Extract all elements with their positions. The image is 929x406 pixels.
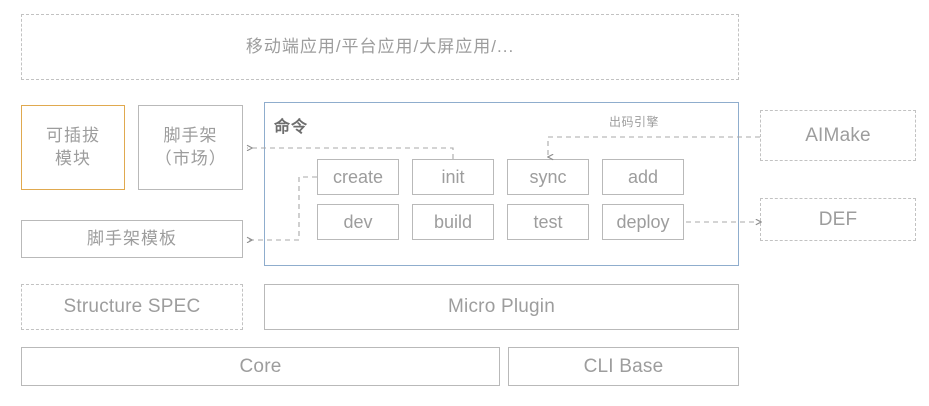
micro-plugin-box: Micro Plugin — [264, 284, 739, 330]
command-build[interactable]: build — [412, 204, 494, 240]
command-test-label: test — [533, 211, 563, 232]
command-init-label: init — [441, 166, 465, 187]
scaffold-market-box: 脚手架（市场） — [138, 105, 243, 190]
scaffold-market-label: 脚手架（市场） — [154, 125, 227, 168]
command-init[interactable]: init — [412, 159, 494, 195]
cli-base-label: CLI Base — [583, 355, 664, 377]
application-layer-box: 移动端应用/平台应用/大屏应用/... — [21, 14, 739, 80]
command-create[interactable]: create — [317, 159, 399, 195]
aimake-label: AIMake — [805, 124, 871, 146]
core-box: Core — [21, 347, 500, 386]
micro-plugin-label: Micro Plugin — [448, 296, 555, 318]
command-deploy-label: deploy — [616, 211, 670, 232]
scaffold-template-box: 脚手架模板 — [21, 220, 243, 258]
command-sync-label: sync — [529, 166, 567, 187]
application-layer-label: 移动端应用/平台应用/大屏应用/... — [245, 36, 515, 56]
command-test[interactable]: test — [507, 204, 589, 240]
structure-spec-box: Structure SPEC — [21, 284, 243, 330]
command-add[interactable]: add — [602, 159, 684, 195]
command-build-label: build — [433, 211, 473, 232]
codegen-engine-note: 出码引擎 — [609, 115, 660, 129]
aimake-box: AIMake — [760, 110, 916, 161]
structure-spec-label: Structure SPEC — [63, 296, 201, 318]
def-box: DEF — [760, 198, 916, 241]
command-create-label: create — [332, 166, 384, 187]
command-sync[interactable]: sync — [507, 159, 589, 195]
pluggable-module-box: 可插拔模块 — [21, 105, 125, 190]
core-label: Core — [239, 355, 282, 377]
command-deploy[interactable]: deploy — [602, 204, 684, 240]
pluggable-module-label: 可插拔模块 — [46, 125, 100, 168]
cli-base-box: CLI Base — [508, 347, 739, 386]
command-dev-label: dev — [343, 211, 373, 232]
def-label: DEF — [818, 208, 858, 230]
command-panel-title: 命令 — [274, 119, 309, 136]
command-add-label: add — [627, 166, 659, 187]
command-dev[interactable]: dev — [317, 204, 399, 240]
scaffold-template-label: 脚手架模板 — [87, 228, 177, 248]
